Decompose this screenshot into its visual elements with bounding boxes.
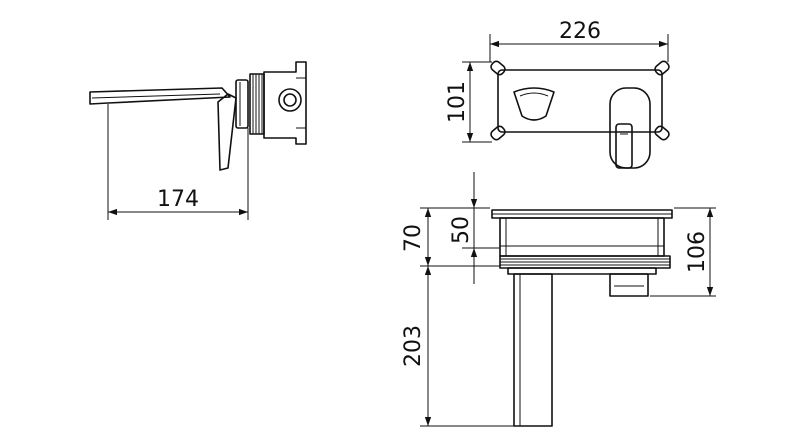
front-view: 226 101 (445, 19, 670, 169)
dimension-203: 203 (401, 325, 426, 367)
dimension-101: 101 (445, 81, 470, 123)
dimension-226: 226 (559, 19, 601, 44)
top-view: 70 50 106 203 (401, 172, 716, 427)
dimension-174: 174 (157, 187, 199, 212)
side-view: 174 (89, 61, 307, 220)
dimension-106: 106 (685, 231, 710, 273)
dimension-70: 70 (401, 224, 426, 252)
dimension-50: 50 (449, 216, 474, 244)
